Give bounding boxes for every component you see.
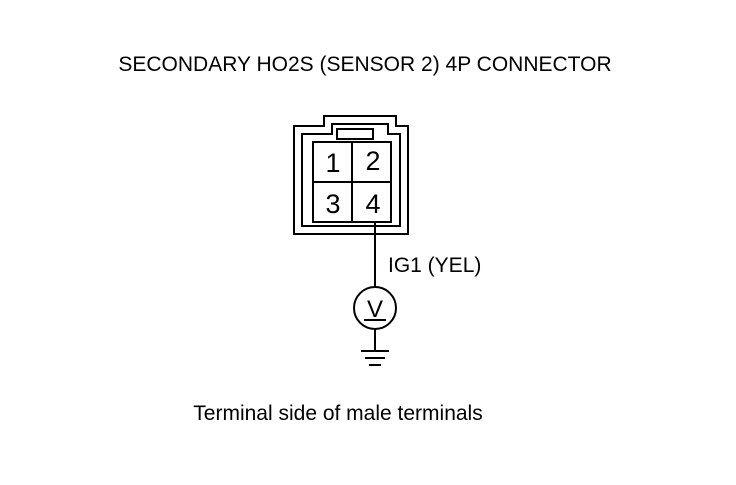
connector-housing-outer bbox=[293, 115, 409, 235]
pin-2-label: 2 bbox=[365, 146, 380, 176]
wire-label: IG1 (YEL) bbox=[388, 254, 481, 277]
voltmeter-symbol: V bbox=[367, 296, 383, 323]
diagram-title: SECONDARY HO2S (SENSOR 2) 4P CONNECTOR bbox=[118, 53, 611, 76]
voltmeter-icon: V bbox=[353, 286, 397, 330]
connector-housing-inner bbox=[301, 123, 401, 227]
ground-icon bbox=[361, 350, 389, 366]
pin-4-label: 4 bbox=[365, 189, 380, 219]
pin-3-label: 3 bbox=[325, 189, 340, 219]
pin-1-label: 1 bbox=[325, 148, 340, 178]
connector-lock-tab bbox=[336, 128, 374, 140]
diagram-caption: Terminal side of male terminals bbox=[193, 402, 482, 425]
